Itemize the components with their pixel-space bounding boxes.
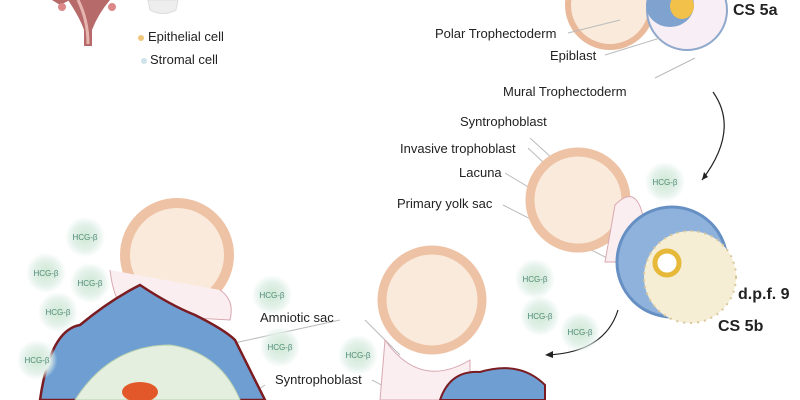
epithelial-cell-icon: [138, 35, 144, 41]
cs5a-embryo: [565, 0, 728, 51]
hcg-beta-marker: HCG-β: [26, 253, 66, 293]
label-amniotic-sac: Amniotic sac: [260, 310, 334, 325]
legend-stromal-cell: Stromal cell: [150, 52, 218, 67]
cs5b-embryo: [525, 147, 737, 324]
label-lacuna: Lacuna: [459, 165, 502, 180]
label-polar-trophectoderm: Polar Trophectoderm: [435, 26, 557, 41]
hcg-beta-marker: HCG-β: [260, 327, 300, 367]
label-invasive-trophoblast: Invasive trophoblast: [400, 141, 516, 156]
hcg-beta-marker: HCG-β: [38, 292, 78, 332]
legend-epithelial-cell: Epithelial cell: [148, 29, 224, 44]
hcg-beta-marker: HCG-β: [645, 162, 685, 202]
label-syntrophoblast-2: Syntrophoblast: [275, 372, 362, 387]
uterus-icon: [52, 0, 116, 46]
label-epiblast: Epiblast: [550, 48, 597, 63]
hcg-beta-marker: HCG-β: [520, 296, 560, 336]
stage-label-cs5a: CS 5a: [733, 2, 778, 19]
hcg-beta-marker: HCG-β: [17, 340, 57, 380]
stromal-cell-icon: [141, 58, 147, 64]
hcg-beta-marker: HCG-β: [515, 259, 555, 299]
stage-label-cs5b: CS 5b: [718, 318, 764, 335]
stage-label-dpf: d.p.f. 9: [738, 286, 790, 303]
hcg-beta-marker: HCG-β: [70, 263, 110, 303]
hcg-beta-marker: HCG-β: [338, 335, 378, 375]
cs6-embryo: [38, 198, 267, 400]
hcg-beta-marker: HCG-β: [65, 217, 105, 257]
label-primary-yolk-sac: Primary yolk sac: [397, 196, 493, 211]
label-mural-trophectoderm: Mural Trophectoderm: [503, 84, 627, 99]
hcg-beta-marker: HCG-β: [252, 275, 292, 315]
label-syntrophoblast: Syntrophoblast: [460, 114, 547, 129]
hcg-beta-marker: HCG-β: [560, 312, 600, 352]
cs5c-embryo: [377, 245, 546, 400]
culture-dish-icon: [147, 0, 179, 14]
progression-arrow-1: [701, 91, 725, 181]
